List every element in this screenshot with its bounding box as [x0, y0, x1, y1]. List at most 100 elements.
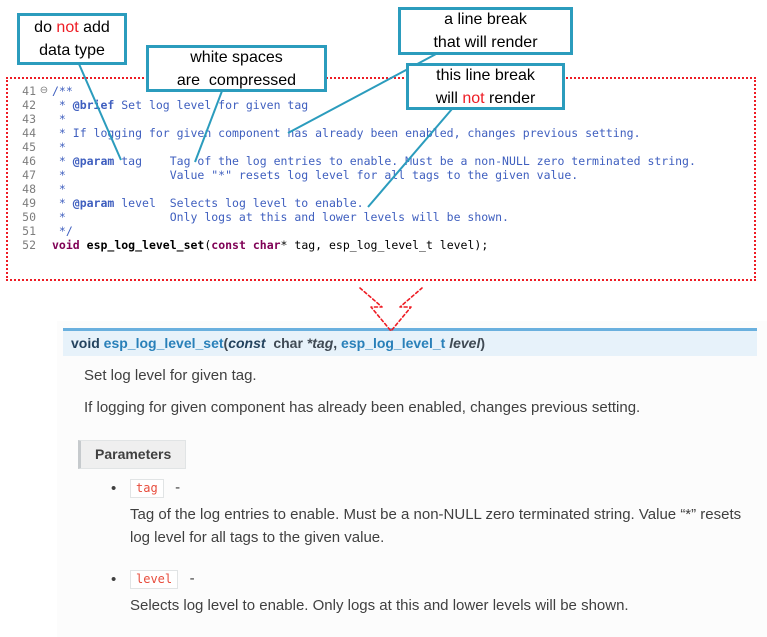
fold-spacer [36, 112, 52, 126]
callout-linebreak-renders: a line break that will render [398, 7, 573, 55]
fold-spacer [36, 182, 52, 196]
fold-collapse-icon[interactable]: ⊖ [39, 85, 49, 96]
callout-text-emphasis: not [462, 89, 485, 107]
code-text: /** [52, 84, 73, 98]
param-desc-tag: Tag of the log entries to enable. Must b… [130, 506, 742, 546]
fold-spacer [36, 98, 52, 112]
code-segment: */ [52, 224, 73, 238]
code-segment: void [52, 238, 80, 252]
callout-text: add [78, 19, 110, 36]
code-segment: * [52, 182, 66, 196]
code-text: * [52, 112, 66, 126]
parameters-header: Parameters [78, 440, 187, 469]
callout-text: will [435, 89, 463, 107]
code-segment: esp_log_level_set [86, 238, 205, 252]
callout-text: do [34, 19, 57, 36]
code-segment: * [52, 196, 73, 210]
code-segment: const [211, 238, 246, 252]
code-segment: /** [52, 84, 73, 98]
fold-spacer [36, 154, 52, 168]
signature-segment: esp_log_level_t [341, 335, 446, 351]
fold-spacer [36, 196, 52, 210]
param-desc-level: Selects log level to enable. Only logs a… [130, 597, 629, 614]
param-name-level: level [130, 570, 179, 589]
code-line[interactable]: 48 * [10, 182, 752, 196]
callout-text: white spaces [190, 48, 283, 66]
code-text: * @param level Selects log level to enab… [52, 196, 364, 210]
code-segment [246, 238, 253, 252]
code-line[interactable]: 43 * [10, 112, 752, 126]
callout-text: data type [39, 42, 105, 59]
line-number: 45 [22, 140, 36, 154]
code-line[interactable]: 51 */ [10, 224, 752, 238]
param-separator: - [189, 570, 195, 587]
signature-segment: const [228, 335, 266, 351]
callout-text: are compressed [176, 71, 297, 89]
callout-text-line: will not render [436, 87, 536, 110]
code-segment: Set log level for given tag [114, 98, 309, 112]
code-segment: @param [72, 154, 115, 168]
code-text: * @brief Set log level for given tag [52, 98, 308, 112]
code-segment: * If logging for given component has alr… [52, 126, 641, 140]
code-line[interactable]: 41⊖/** [10, 84, 752, 98]
signature-segment: *tag [306, 335, 334, 351]
signature-segment: void [71, 335, 100, 351]
callout-text-line: do not add [34, 16, 110, 39]
code-text: * [52, 140, 66, 154]
code-segment: * [52, 140, 66, 154]
callout-text: a line break [444, 11, 527, 28]
fold-spacer [36, 140, 52, 154]
signature-segment: esp_log_level_set [103, 335, 224, 351]
signature-segment: ) [480, 335, 486, 351]
code-segment: char [252, 238, 281, 252]
code-text: * If logging for given component has alr… [52, 126, 641, 140]
callout-linebreak-not-render: this line break will not render [406, 63, 565, 110]
code-segment: * Only logs at this and lower levels wil… [52, 210, 509, 224]
code-segment: * [52, 112, 66, 126]
signature-line: void esp_log_level_set(const char *tag, … [71, 335, 485, 351]
code-segment: ( [204, 238, 212, 252]
code-editor[interactable]: 41⊖/**42 * @brief Set log level for give… [10, 84, 752, 252]
signature-segment: level [449, 335, 481, 351]
code-segment: * [52, 98, 73, 112]
code-line[interactable]: 47 * Value "*" resets log level for all … [10, 168, 752, 182]
code-segment [80, 238, 87, 252]
function-signature: void esp_log_level_set(const char *tag, … [63, 328, 757, 356]
line-number: 51 [22, 224, 36, 238]
signature-segment: , [333, 335, 342, 351]
bullet-icon: • [111, 480, 117, 497]
code-line[interactable]: 45 * [10, 140, 752, 154]
code-segment: tag Tag of the log entries to enable. Mu… [114, 154, 696, 168]
code-segment: * [52, 154, 73, 168]
line-number: 52 [22, 238, 36, 252]
code-segment: level Selects log level to enable. [114, 196, 364, 210]
line-number: 44 [22, 126, 36, 140]
code-line[interactable]: 46 * @param tag Tag of the log entries t… [10, 154, 752, 168]
fold-spacer [36, 224, 52, 238]
param-item-tag: • tag - Tag of the log entries to enable… [111, 479, 756, 549]
fold-spacer [36, 238, 52, 252]
code-line[interactable]: 44 * If logging for given component has … [10, 126, 752, 140]
line-number: 48 [22, 182, 36, 196]
callout-no-datatype: do not add data type [17, 13, 127, 65]
line-number: 43 [22, 112, 36, 126]
callout-text: that will render [433, 34, 538, 51]
callout-text-line: data type [39, 39, 105, 62]
fold-spacer [36, 210, 52, 224]
callout-text-line: that will render [433, 31, 537, 54]
code-segment: @brief [72, 98, 115, 112]
callout-text-line: a line break [444, 8, 527, 31]
code-line[interactable]: 42 * @brief Set log level for given tag [10, 98, 752, 112]
line-number: 46 [22, 154, 36, 168]
fold-spacer [36, 126, 52, 140]
callout-whitespace-compressed: white spaces are compressed [146, 45, 327, 92]
bullet-icon: • [111, 571, 117, 588]
code-text: * Value "*" resets log level for all tag… [52, 168, 578, 182]
fold-spacer [36, 168, 52, 182]
code-line[interactable]: 50 * Only logs at this and lower levels … [10, 210, 752, 224]
code-line[interactable]: 49 * @param level Selects log level to e… [10, 196, 752, 210]
line-number: 47 [22, 168, 36, 182]
code-segment: * Value "*" resets log level for all tag… [52, 168, 579, 182]
